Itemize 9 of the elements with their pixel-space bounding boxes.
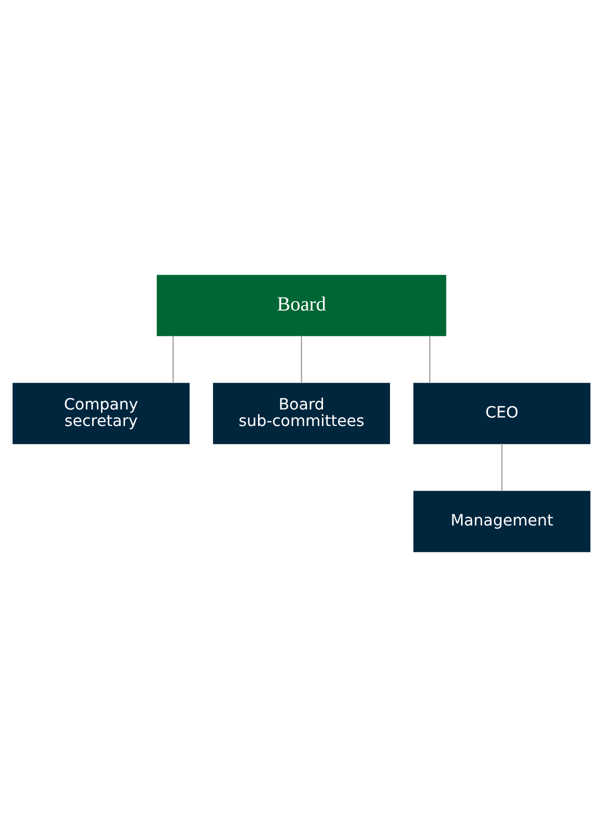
node-box: Board bbox=[156, 274, 446, 336]
connector bbox=[429, 336, 430, 384]
node-box: Board sub-committees bbox=[213, 382, 390, 444]
connector bbox=[172, 336, 174, 384]
node-box: Management bbox=[413, 490, 590, 552]
connector bbox=[501, 444, 502, 492]
connector bbox=[300, 336, 302, 384]
node-box: CEO bbox=[413, 382, 590, 444]
node-box: Company secretary bbox=[12, 382, 190, 444]
